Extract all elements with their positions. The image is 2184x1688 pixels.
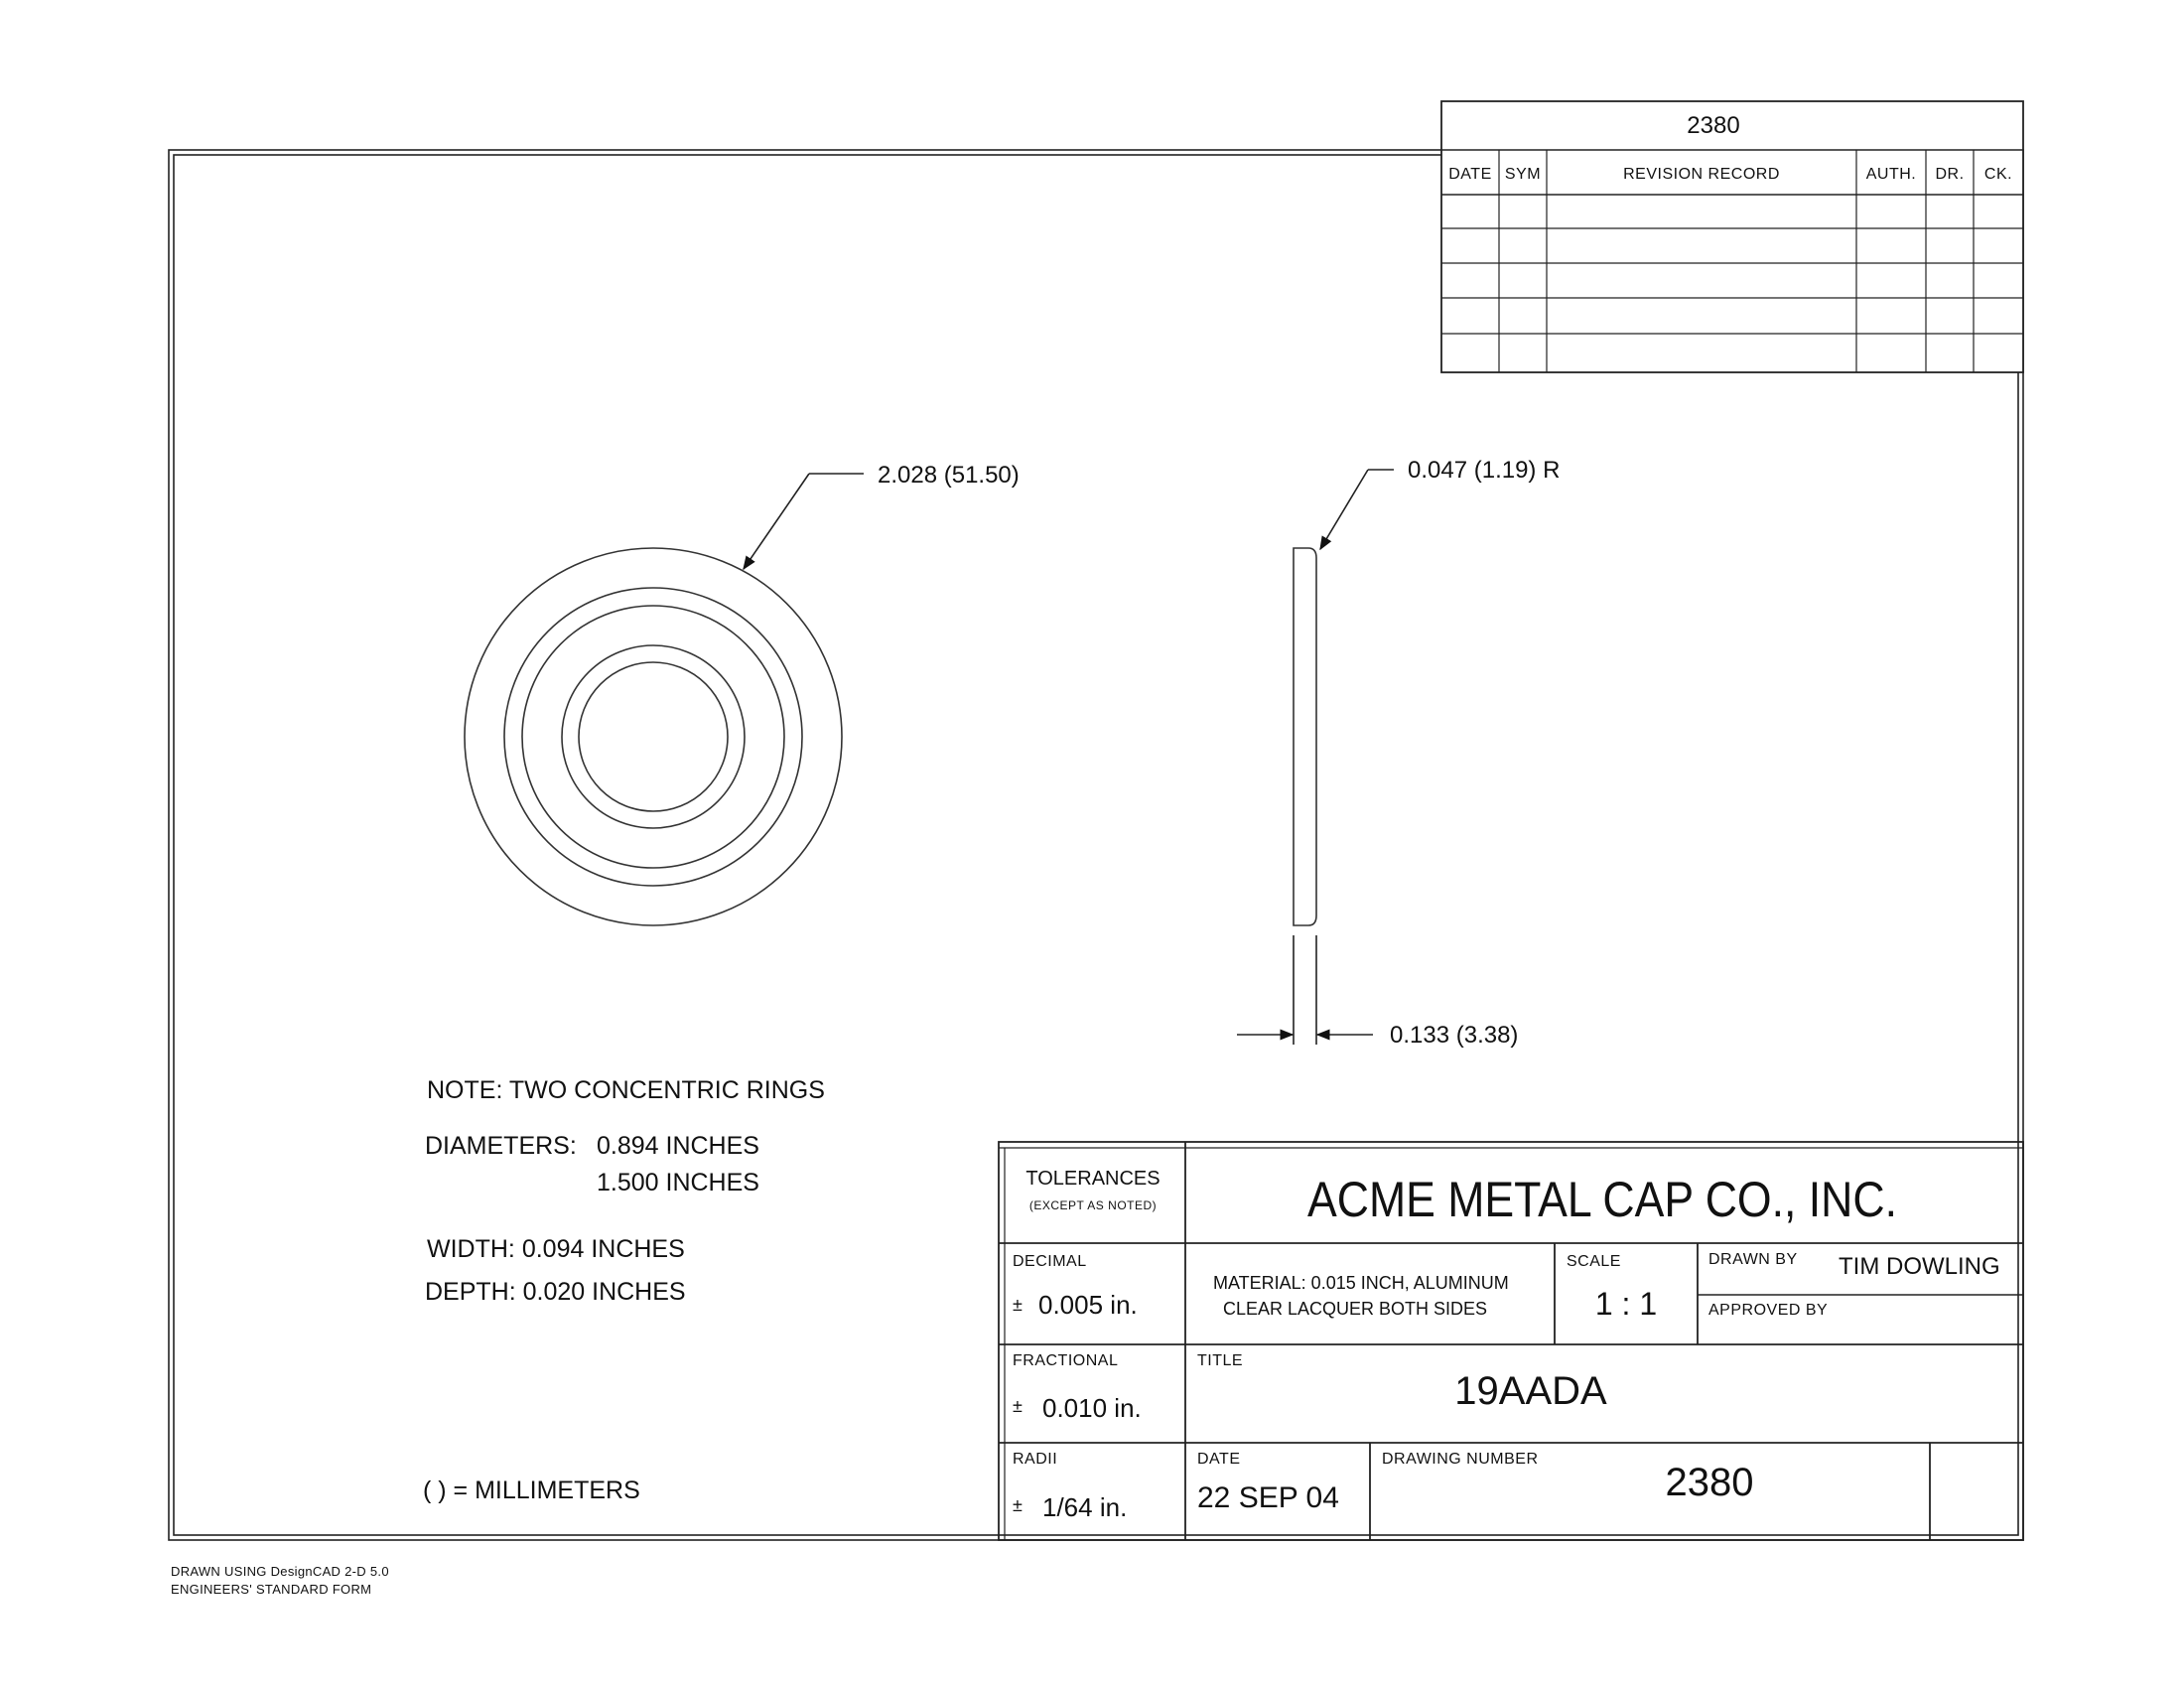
decimal-pm: ± [1013, 1295, 1023, 1315]
thickness-dimension-lines [1237, 935, 1373, 1045]
thickness-dimension: 0.133 (3.38) [1390, 1022, 1518, 1049]
side-view-profile [1293, 547, 1317, 926]
drawing-number-label: DRAWING NUMBER [1382, 1451, 1539, 1468]
tolerances-label: TOLERANCES [1025, 1168, 1160, 1190]
material-line-2: CLEAR LACQUER BOTH SIDES [1223, 1299, 1487, 1319]
scale-value: 1 : 1 [1595, 1286, 1657, 1322]
note-title: NOTE: TWO CONCENTRIC RINGS [427, 1076, 825, 1104]
fractional-pm: ± [1013, 1396, 1023, 1416]
scale-label: SCALE [1567, 1253, 1621, 1270]
fractional-value: 0.010 in. [1042, 1393, 1142, 1423]
note-diameters-label: DIAMETERS: [425, 1132, 577, 1160]
date-label: DATE [1197, 1451, 1240, 1468]
col-ck: CK. [1984, 166, 2012, 183]
note-units: ( ) = MILLIMETERS [423, 1477, 640, 1504]
radius-leader [1319, 469, 1394, 551]
notes: NOTE: TWO CONCENTRIC RINGS DIAMETERS: 0.… [423, 1076, 825, 1504]
col-dr: DR. [1935, 166, 1964, 183]
note-width: WIDTH: 0.094 INCHES [427, 1235, 685, 1263]
col-sym: SYM [1505, 166, 1541, 183]
company-name: ACME METAL CAP CO., INC. [1307, 1172, 1897, 1227]
col-auth: AUTH. [1866, 166, 1917, 183]
decimal-value: 0.005 in. [1038, 1290, 1138, 1320]
diameter-leader [743, 473, 864, 571]
drawing-number-value: 2380 [1666, 1461, 1754, 1504]
decimal-label: DECIMAL [1013, 1253, 1087, 1270]
radii-label: RADII [1013, 1451, 1057, 1468]
title-block: TOLERANCES (EXCEPT AS NOTED) ACME METAL … [998, 1141, 2024, 1541]
ring-outer-edge [503, 587, 803, 887]
approved-by-label: APPROVED BY [1708, 1302, 1828, 1319]
col-date: DATE [1448, 166, 1491, 183]
edge-radius-dimension: 0.047 (1.19) R [1408, 457, 1560, 484]
radii-pm: ± [1013, 1495, 1023, 1515]
note-diameter-1: 0.894 INCHES [597, 1132, 759, 1160]
top-view-rings [464, 547, 843, 926]
revision-table: 2380 DATE SYM REVISION RECORD AUTH. DR. … [1440, 100, 2024, 373]
date-value: 22 SEP 04 [1197, 1481, 1339, 1514]
outer-diameter-dimension: 2.028 (51.50) [878, 462, 1020, 489]
drawn-by-label: DRAWN BY [1708, 1251, 1798, 1268]
radii-value: 1/64 in. [1042, 1492, 1127, 1522]
fractional-label: FRACTIONAL [1013, 1352, 1118, 1369]
title-value: 19AADA [1454, 1369, 1607, 1413]
ring-inner-edge [521, 605, 785, 869]
col-revision-record: REVISION RECORD [1623, 166, 1780, 183]
note-diameter-2: 1.500 INCHES [597, 1169, 759, 1196]
inner-ring-inner-edge [578, 661, 729, 812]
title-label: TITLE [1197, 1352, 1243, 1369]
drawn-by-value: TIM DOWLING [1839, 1253, 2000, 1280]
outer-circle [464, 547, 843, 926]
note-depth: DEPTH: 0.020 INCHES [425, 1278, 686, 1306]
footer-line-1: DRAWN USING DesignCAD 2-D 5.0 [171, 1564, 389, 1579]
inner-ring-outer-edge [561, 644, 746, 829]
material-line-1: MATERIAL: 0.015 INCH, ALUMINUM [1213, 1273, 1509, 1293]
tolerances-sub: (EXCEPT AS NOTED) [1029, 1198, 1157, 1212]
revision-table-number: 2380 [1687, 112, 1739, 139]
footer-line-2: ENGINEERS' STANDARD FORM [171, 1582, 371, 1597]
